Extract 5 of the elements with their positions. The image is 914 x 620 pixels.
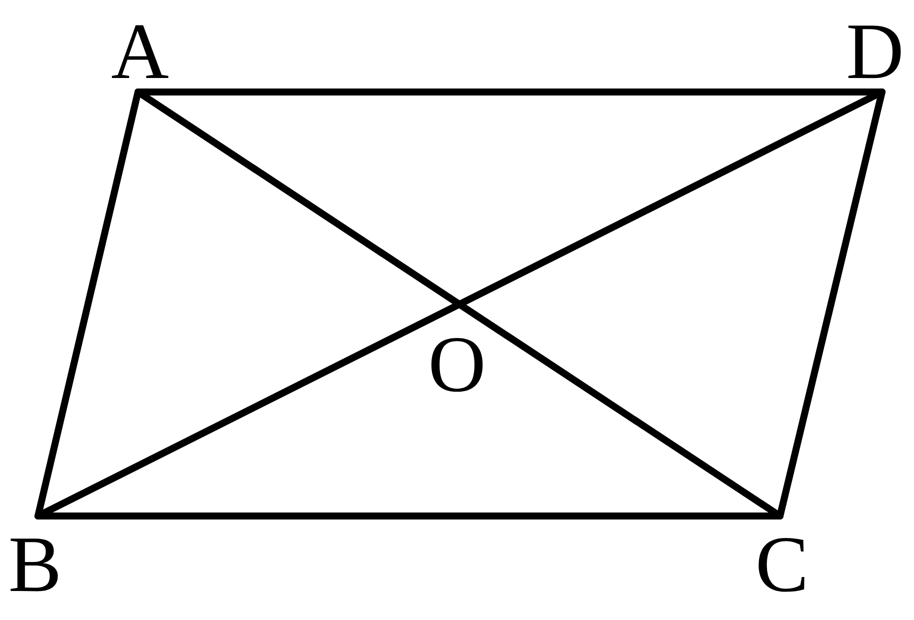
vertex-label: D xyxy=(846,12,904,92)
vertex-label: B xyxy=(8,525,62,605)
vertex-label: O xyxy=(428,325,486,405)
vertex-label: A xyxy=(111,12,169,92)
vertex-label: C xyxy=(755,525,809,605)
